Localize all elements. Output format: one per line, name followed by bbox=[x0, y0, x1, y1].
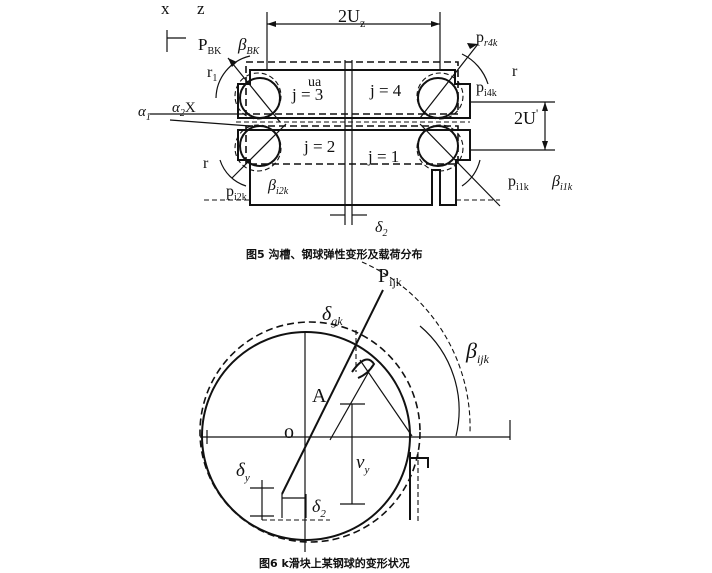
label-beta-i2k: βi2k bbox=[267, 177, 289, 197]
label-alpha1: α1 bbox=[138, 104, 151, 123]
ball-j3 bbox=[239, 77, 281, 119]
label-j4: j = 4 bbox=[369, 81, 402, 100]
ball-j3-deformed bbox=[234, 72, 282, 120]
raceway-arc bbox=[361, 261, 471, 433]
arc-r-left bbox=[219, 159, 247, 187]
dimension-2uz: 2Uz bbox=[266, 6, 441, 70]
axis-z-label: z bbox=[197, 0, 205, 18]
label-alpha2x: α2X bbox=[172, 100, 196, 119]
dim-2u-label: 2U' bbox=[514, 106, 538, 128]
label-j2: j = 2 bbox=[303, 137, 335, 156]
dim-arrow-right bbox=[431, 21, 440, 27]
ball-j1 bbox=[417, 125, 459, 167]
ball-j2 bbox=[239, 125, 281, 167]
figure5-caption: 图5 沟槽、钢球弹性变形及载荷分布 bbox=[246, 247, 422, 261]
arrow-r4k bbox=[467, 43, 478, 49]
label-r1: r1 bbox=[207, 64, 217, 84]
label-delta-gk: δgk bbox=[322, 303, 343, 328]
load-line-r4k bbox=[419, 43, 479, 119]
upper-rail-body bbox=[237, 69, 471, 119]
figure6: Pijk δgk βijk A o δy vy δ2 图6 k滑块上某钢球的变形… bbox=[199, 261, 511, 570]
ball-j4 bbox=[417, 77, 459, 119]
alpha2-line bbox=[169, 119, 251, 127]
label-j1: j = 1 bbox=[367, 147, 399, 166]
label-j3: j = 3 bbox=[291, 85, 323, 104]
label-p-bk: PBK bbox=[198, 35, 222, 57]
label-p-ijk: Pijk bbox=[378, 265, 402, 289]
load-line-bk bbox=[227, 57, 281, 123]
load-line-i2k bbox=[231, 123, 287, 179]
contact-line bbox=[329, 365, 373, 441]
label-p-i4k: pi4k bbox=[476, 79, 497, 99]
label-r-left: r bbox=[203, 155, 209, 172]
ball-outline bbox=[201, 331, 411, 541]
label-ua: ua bbox=[308, 75, 322, 90]
axis-x-label: x bbox=[161, 0, 170, 18]
arrow-bk bbox=[228, 58, 237, 67]
label-r-right: r bbox=[512, 63, 518, 80]
beta-angle-arc bbox=[419, 325, 460, 437]
label-p-r4k: pr4k bbox=[476, 29, 498, 49]
label-delta2-fig6: δ2 bbox=[312, 496, 326, 520]
load-line-p-ijk bbox=[281, 289, 384, 495]
figure5: x z 2Uz bbox=[138, 0, 573, 261]
label-beta-bk: βBK bbox=[237, 35, 261, 57]
ball-j4-deformed bbox=[416, 72, 464, 120]
label-p-i2k: pi2k bbox=[226, 183, 247, 203]
contact-patch bbox=[351, 358, 376, 379]
load-line-i1k bbox=[419, 123, 501, 207]
label-point-o: o bbox=[284, 421, 294, 443]
label-v-y: vy bbox=[356, 452, 369, 476]
dim2-arrow-top bbox=[542, 102, 548, 111]
ball-j1-deformed bbox=[416, 124, 464, 172]
arc-r-lower-right bbox=[461, 159, 481, 187]
dimension-2u-prime: 2U' bbox=[470, 101, 555, 151]
slider-profile bbox=[409, 452, 429, 520]
label-delta2-fig5: δ2 bbox=[375, 219, 387, 239]
dim-2uz-label: 2Uz bbox=[338, 6, 365, 30]
arc-r1 bbox=[215, 55, 251, 99]
label-beta-ijk: βijk bbox=[465, 338, 490, 366]
dim2-arrow-bottom bbox=[542, 141, 548, 150]
label-p-i1k: pi1k bbox=[508, 173, 529, 193]
figure6-caption: 图6 k滑块上某钢球的变形状况 bbox=[259, 556, 410, 570]
contact-chord bbox=[359, 359, 413, 437]
dim-arrow-left bbox=[267, 21, 276, 27]
label-beta-i1k: βi1k bbox=[551, 173, 573, 193]
arc-r-right bbox=[461, 53, 489, 85]
label-point-a: A bbox=[312, 385, 327, 407]
label-delta-y: δy bbox=[236, 460, 250, 484]
ball-j2-deformed bbox=[234, 124, 282, 172]
axis-indicator: x z bbox=[161, 0, 205, 52]
balls bbox=[234, 72, 464, 172]
ball-deformed-outline bbox=[199, 321, 421, 543]
